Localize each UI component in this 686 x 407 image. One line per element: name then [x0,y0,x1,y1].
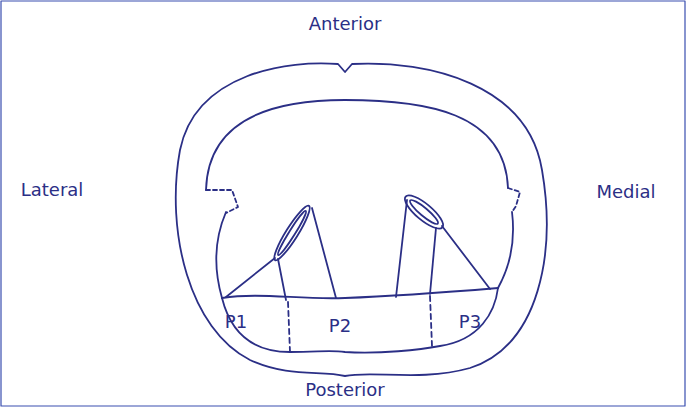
medial-wall [498,212,513,288]
scallop-label: P2 [329,316,351,336]
direction-label: Medial [596,182,655,202]
scallop-divider [288,302,290,352]
direction-label: Lateral [21,180,84,200]
posterior-free-edge [222,288,498,298]
papillary-muscle [400,190,447,233]
chorda [430,228,436,294]
papillary-muscle [270,203,314,264]
chorda [442,226,490,289]
posterior-annulus [222,288,498,353]
chorda [278,259,286,300]
papillary-muscle [408,197,441,226]
chorda [312,208,336,298]
scallop-label: P1 [225,312,247,332]
commissure-medial [508,188,520,212]
commissure-lateral [206,190,238,213]
scallop-divider [430,296,432,346]
chorda [396,200,407,297]
direction-label: Anterior [309,14,382,34]
chorda [226,258,275,297]
scallop-label: P3 [459,312,481,332]
papillary-muscle [276,209,309,256]
annulus-inner [206,100,508,190]
annulus-outer [176,63,547,376]
direction-label: Posterior [305,380,385,400]
lateral-wall [216,212,226,298]
